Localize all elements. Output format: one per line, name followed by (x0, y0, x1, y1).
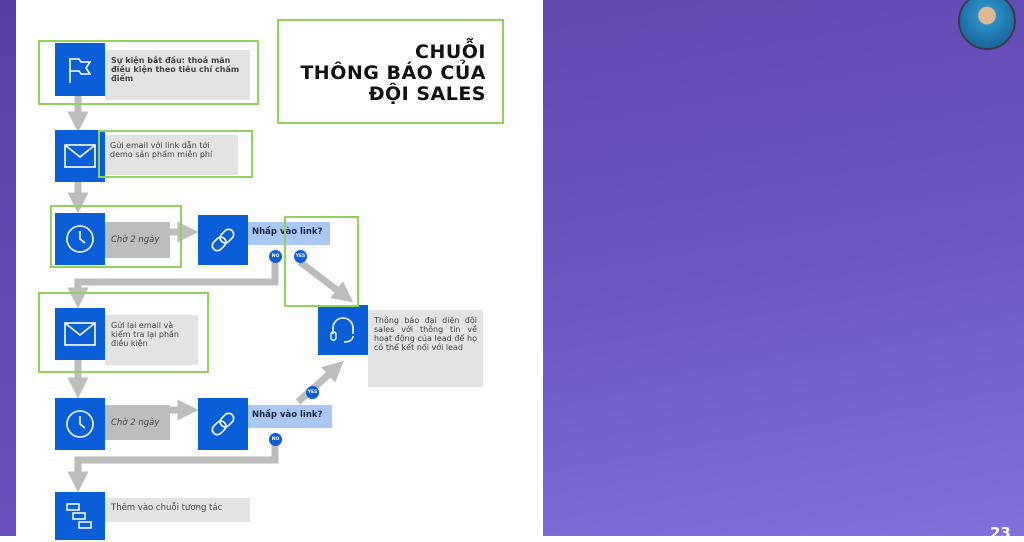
arrow-yes-path (297, 259, 354, 303)
resend-email-text: Gửi lại email và kiểm tra lại phần điều … (105, 315, 198, 365)
arrow-no-path (67, 262, 279, 309)
yes-badge: YES (294, 250, 307, 263)
no-badge: NO (269, 250, 282, 263)
link-icon (198, 398, 248, 450)
highlight-box (98, 130, 253, 178)
title-line: CHUỖI (415, 41, 486, 63)
start-event-text: Sự kiện bắt đầu: thoả mãn điều kiện theo… (105, 50, 250, 100)
page-number: 23 (990, 524, 1011, 542)
link-icon (198, 215, 248, 265)
arrow-no-path (67, 445, 279, 493)
presenter-avatar (958, 0, 1016, 50)
flow-arrows (67, 96, 354, 493)
title-line: ĐỘI SALES (368, 83, 486, 105)
highlight-box (50, 205, 182, 268)
slide-title: CHUỖI THÔNG BÁO CỦA ĐỘI SALES (280, 42, 486, 105)
click-decision-label: Nhấp vào link? (248, 222, 330, 245)
title-line: THÔNG BÁO CỦA (300, 62, 486, 84)
title-highlight (277, 19, 504, 124)
arrow-yes-path (295, 360, 344, 405)
no-badge: NO (269, 433, 282, 446)
yes-badge: YES (306, 386, 319, 399)
right-background (543, 0, 1024, 536)
click-decision-label: Nhấp vào link? (248, 405, 332, 428)
notify-sales-text: Thông báo đại diện đội sales với thông t… (368, 310, 483, 387)
hierarchy-icon (55, 492, 105, 540)
flag-icon (55, 43, 105, 96)
wait-step-text: Chờ 2 ngày (105, 222, 170, 258)
highlight-box (38, 40, 259, 105)
email-icon (55, 130, 105, 182)
email-step-text: Gửi email với link dẫn tới demo sản phẩm… (104, 135, 238, 175)
headset-icon (318, 305, 368, 355)
left-background (0, 0, 16, 536)
nurture-step-text: Thêm vào chuỗi tương tác (105, 498, 250, 522)
email-icon (55, 308, 105, 360)
highlight-box (284, 216, 359, 307)
wait-step-text: Chờ 2 ngày (105, 405, 170, 440)
clock-icon (55, 213, 105, 265)
highlight-box (38, 292, 209, 373)
clock-icon (55, 398, 105, 450)
